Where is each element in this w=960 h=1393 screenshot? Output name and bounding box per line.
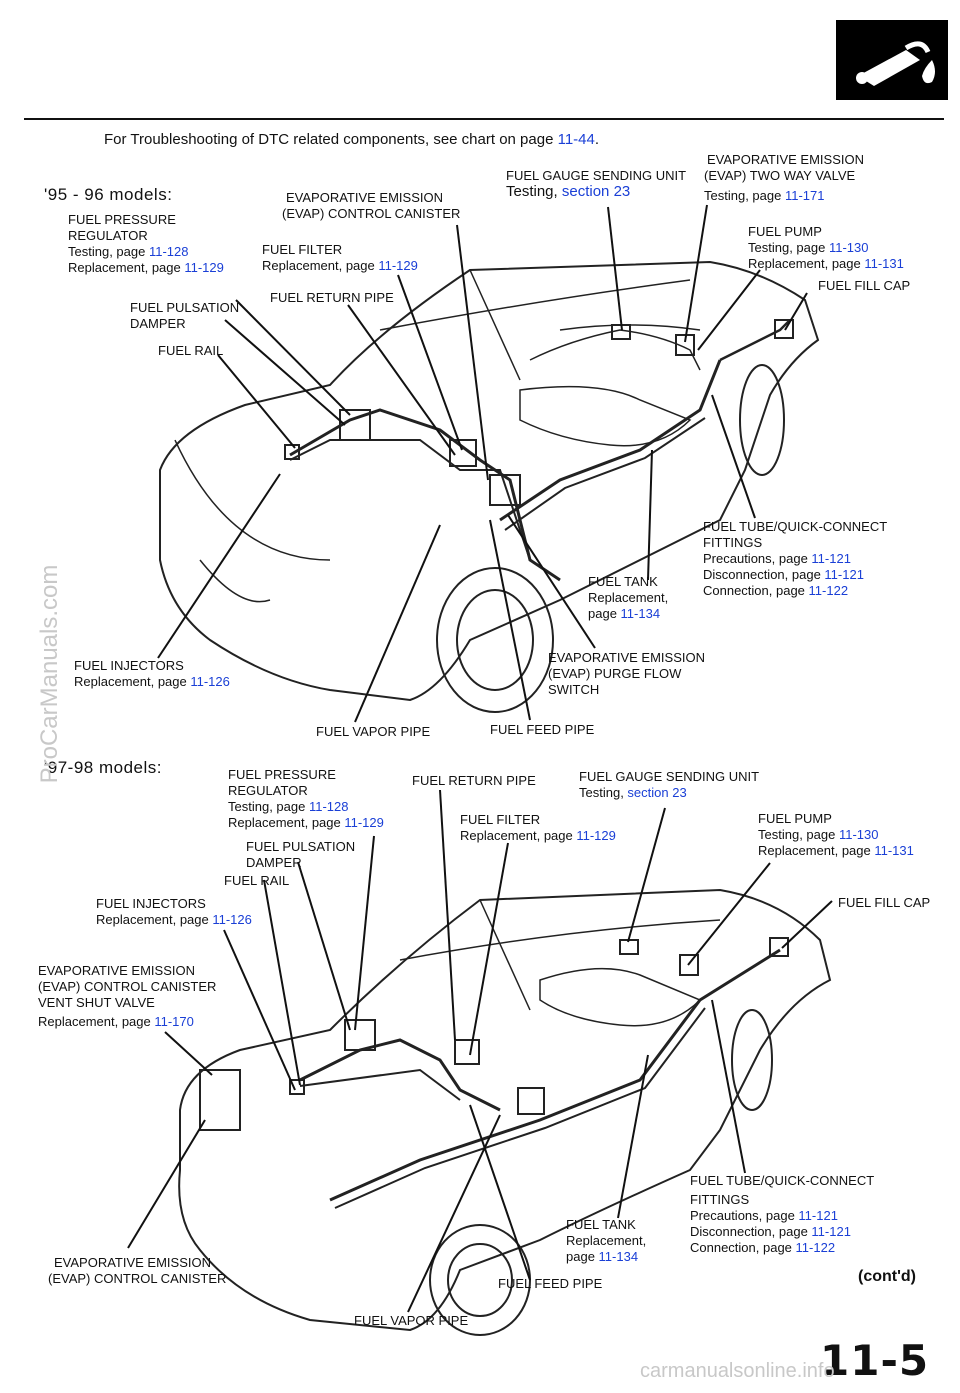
s2-fuel-gauge-sending-unit-label: FUEL GAUGE SENDING UNIT Testing, section… <box>579 769 760 800</box>
s1-fuel-injectors-link[interactable]: 11-126 <box>190 674 230 689</box>
section-97-98-title: '97-98 models: <box>44 758 162 777</box>
s1-fuel-gauge-sending-unit-label: FUEL GAUGE SENDING UNIT Testing, section… <box>506 168 687 200</box>
s1-evap-purge-flow-switch-label: EVAPORATIVE EMISSION (EVAP) PURGE FLOW S… <box>548 650 705 697</box>
s2-fuel-pressure-regulator-label: FUEL PRESSURE REGULATOR Testing, page 11… <box>228 767 384 830</box>
s2-fuel-rail-label: FUEL RAIL <box>224 873 290 888</box>
s2-fpr-replacement-link[interactable]: 11-129 <box>344 815 384 830</box>
s2-fuel-tank-link[interactable]: 11-134 <box>598 1249 639 1264</box>
s2-fgsu-section-link[interactable]: section 23 <box>627 785 687 800</box>
s2-fuel-tank-label: FUEL TANK Replacement, page 11-134 <box>566 1217 647 1264</box>
s2-fpr-testing-link[interactable]: 11-128 <box>308 799 349 814</box>
s1-fuel-pump-testing-link[interactable]: 11-130 <box>828 240 869 255</box>
s1-two-way-valve-link[interactable]: 11-171 <box>784 188 825 203</box>
s2-fqc-disconnection-link[interactable]: 11-121 <box>811 1224 851 1239</box>
s2-evap-canister-label: EVAPORATIVE EMISSION (EVAP) CONTROL CANI… <box>48 1255 227 1286</box>
watermark-bottom: carmanualsonline.info <box>640 1360 835 1382</box>
s1-fuel-filter-link[interactable]: 11-129 <box>378 258 418 273</box>
s1-fuel-pump-replacement-link[interactable]: 11-131 <box>864 256 904 271</box>
s1-evap-two-way-valve-label: EVAPORATIVE EMISSION (EVAP) TWO WAY VALV… <box>704 152 864 203</box>
s1-fuel-pump-label: FUEL PUMP Testing, page 11-130 Replaceme… <box>748 224 904 271</box>
s2-evap-vent-shut-valve-label: EVAPORATIVE EMISSION (EVAP) CONTROL CANI… <box>38 963 217 1029</box>
s2-fuel-tube-quick-connect-label: FUEL TUBE/QUICK-CONNECT FITTINGS Precaut… <box>690 1173 875 1255</box>
fuel-system-badge <box>836 20 948 100</box>
s1-fpr-replacement-link[interactable]: 11-129 <box>184 260 224 275</box>
header-rule <box>24 118 944 120</box>
leader-lines-top <box>157 204 808 723</box>
s1-fuel-pressure-regulator-label: FUEL PRESSURE REGULATOR Testing, page 11… <box>68 212 224 275</box>
continued-label: (cont'd) <box>858 1268 917 1285</box>
s1-evap-canister-label: EVAPORATIVE EMISSION (EVAP) CONTROL CANI… <box>282 190 461 221</box>
s2-fuel-injectors-link[interactable]: 11-126 <box>212 912 252 927</box>
intro-text: For Troubleshooting of DTC related compo… <box>104 131 600 148</box>
s1-fuel-return-pipe-label: FUEL RETURN PIPE <box>270 290 394 305</box>
s2-fqc-precautions-link[interactable]: 11-121 <box>798 1208 838 1223</box>
s1-fuel-tube-quick-connect-label: FUEL TUBE/QUICK-CONNECT FITTINGS Precaut… <box>703 519 888 598</box>
car-outline-top <box>159 260 820 713</box>
s2-fuel-vapor-pipe-label: FUEL VAPOR PIPE <box>354 1313 469 1328</box>
s1-fuel-tank-label: FUEL TANK Replacement, page 11-134 <box>588 574 669 621</box>
s1-fuel-injectors-label: FUEL INJECTORS Replacement, page 11-126 <box>74 658 230 689</box>
s1-fuel-tank-link[interactable]: 11-134 <box>620 606 661 621</box>
leader-lines-bottom <box>127 789 833 1313</box>
s1-fuel-vapor-pipe-label: FUEL VAPOR PIPE <box>316 724 431 739</box>
s2-fuel-pump-replacement-link[interactable]: 11-131 <box>874 843 914 858</box>
s1-fqc-disconnection-link[interactable]: 11-121 <box>824 567 864 582</box>
s1-fuel-pulsation-damper-label: FUEL PULSATION DAMPER <box>130 300 240 331</box>
s2-fuel-feed-pipe-label: FUEL FEED PIPE <box>498 1276 603 1291</box>
s1-fgsu-section-link[interactable]: section 23 <box>561 183 631 200</box>
s1-fuel-rail-label: FUEL RAIL <box>158 343 224 358</box>
s1-fuel-feed-pipe-label: FUEL FEED PIPE <box>490 722 595 737</box>
s2-fuel-injectors-label: FUEL INJECTORS Replacement, page 11-126 <box>96 896 252 927</box>
s2-vent-shut-valve-link[interactable]: 11-170 <box>154 1014 194 1029</box>
s2-fuel-filter-link[interactable]: 11-129 <box>576 828 616 843</box>
car-outline-bottom <box>178 888 832 1336</box>
section-95-96-title: '95 - 96 models: <box>44 185 173 204</box>
watermark-left: ProCarManuals.com <box>36 564 63 784</box>
s1-fpr-testing-link[interactable]: 11-128 <box>148 244 189 259</box>
s2-fuel-pulsation-damper-label: FUEL PULSATION DAMPER <box>246 839 356 870</box>
s2-fuel-fill-cap-label: FUEL FILL CAP <box>838 895 931 910</box>
s2-fuel-filter-label: FUEL FILTER Replacement, page 11-129 <box>460 812 616 843</box>
page-number: 11-5 <box>820 1336 930 1385</box>
fuel-hose-icon <box>856 41 935 86</box>
s1-fuel-fill-cap-label: FUEL FILL CAP <box>818 278 911 293</box>
s2-fuel-return-pipe-label: FUEL RETURN PIPE <box>412 773 536 788</box>
s2-fqc-connection-link[interactable]: 11-122 <box>795 1240 836 1255</box>
s1-fuel-filter-label: FUEL FILTER Replacement, page 11-129 <box>262 242 418 273</box>
s1-fqc-precautions-link[interactable]: 11-121 <box>811 551 851 566</box>
intro-page-link[interactable]: 11-44 <box>557 131 595 148</box>
s1-fqc-connection-link[interactable]: 11-122 <box>808 583 849 598</box>
s2-fuel-pump-testing-link[interactable]: 11-130 <box>838 827 879 842</box>
s2-fuel-pump-label: FUEL PUMP Testing, page 11-130 Replaceme… <box>758 811 914 858</box>
